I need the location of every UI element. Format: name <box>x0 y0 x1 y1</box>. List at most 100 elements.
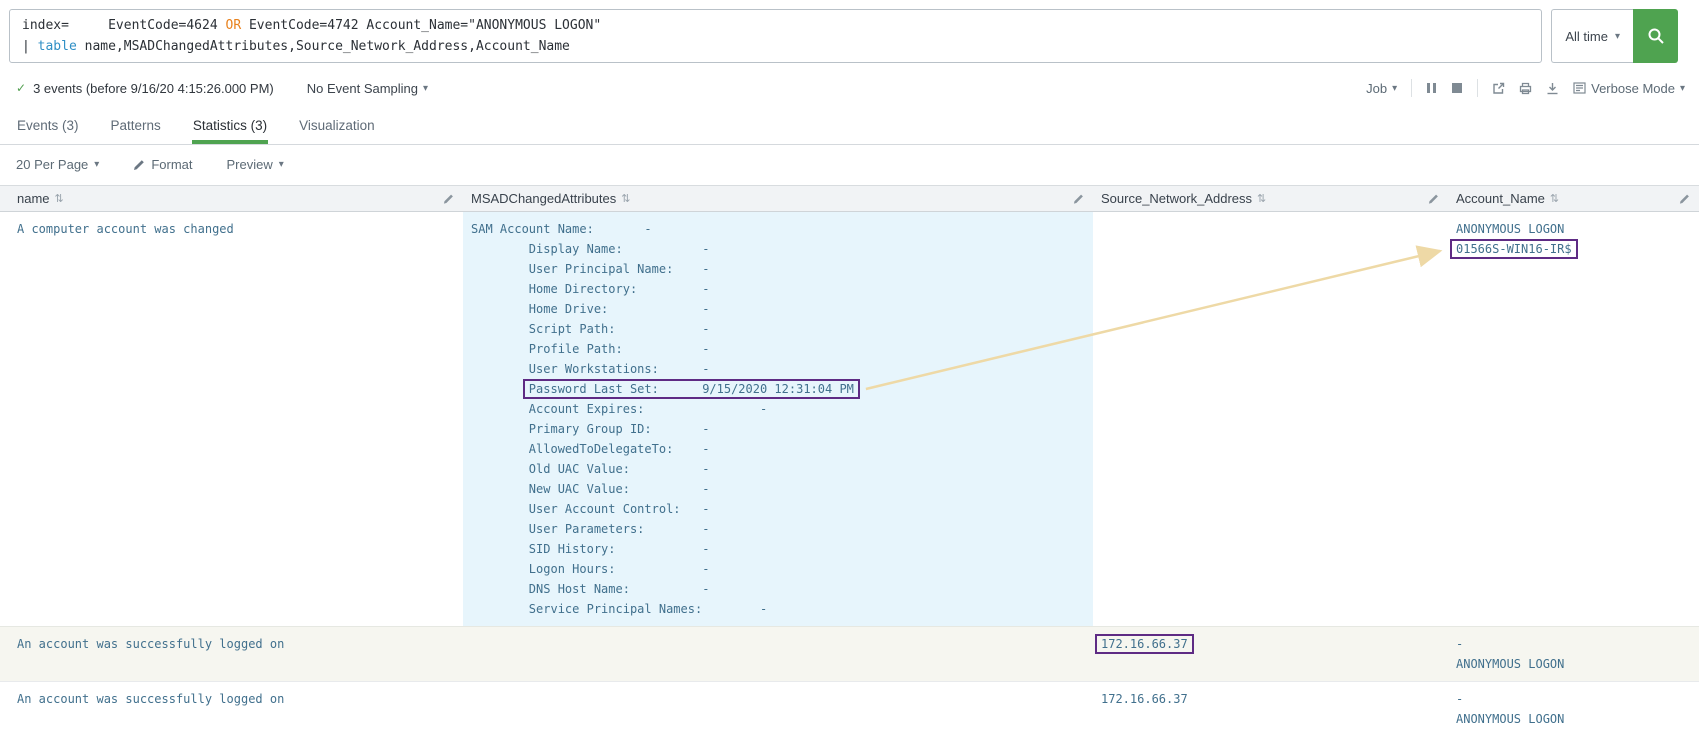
column-header-account-name[interactable]: Account_Name ⇅ <box>1448 186 1699 211</box>
job-menu[interactable]: Job ▾ <box>1366 81 1397 96</box>
statistics-table: name ⇅ MSADChangedAttributes ⇅ Source_Ne… <box>0 185 1699 736</box>
pause-button[interactable] <box>1426 82 1437 94</box>
sort-icon[interactable]: ⇅ <box>1257 192 1267 205</box>
job-controls: Job ▾ Verbose Mode ▾ <box>1366 79 1685 97</box>
account-name-value[interactable]: - <box>1456 692 1464 706</box>
time-range-picker[interactable]: All time ▾ <box>1551 9 1633 63</box>
account-name-value[interactable]: - <box>1456 637 1464 651</box>
msad-cell <box>463 627 1093 681</box>
export-button[interactable] <box>1546 82 1559 95</box>
search-button[interactable] <box>1633 9 1678 63</box>
edit-column-icon[interactable] <box>1428 193 1439 204</box>
column-label: name <box>17 191 50 206</box>
stop-icon <box>1452 83 1463 93</box>
account-name-value[interactable]: ANONYMOUS LOGON <box>1456 712 1565 726</box>
event-sampling-label: No Event Sampling <box>306 80 419 96</box>
query-pipe: | <box>22 39 38 54</box>
msad-attribute-line: Profile Path: - <box>471 342 710 356</box>
msad-attribute-line: Display Name: - <box>471 242 710 256</box>
account-cell[interactable]: - ANONYMOUS LOGON <box>1448 627 1699 681</box>
preview-dropdown[interactable]: Preview ▾ <box>226 157 283 172</box>
query-operator: OR <box>225 18 242 33</box>
results-tabs: Events (3) Patterns Statistics (3) Visua… <box>0 106 1699 145</box>
source-cell[interactable]: 172.16.66.37 <box>1093 682 1448 736</box>
status-left: ✓ 3 events (before 9/16/20 4:15:26.000 P… <box>16 81 428 96</box>
column-label: Account_Name <box>1456 191 1545 206</box>
source-ip-value[interactable]: 172.16.66.37 <box>1101 637 1188 651</box>
msad-attribute-line: SAM Account Name: - <box>471 222 652 236</box>
results-toolbar: 20 Per Page ▾ Format Preview ▾ <box>0 145 1699 185</box>
column-header-name[interactable]: name ⇅ <box>0 186 463 211</box>
sort-icon[interactable]: ⇅ <box>1549 192 1560 205</box>
download-icon <box>1547 82 1558 94</box>
account-cell[interactable]: ANONYMOUS LOGON 01566S-WIN16-IR$ <box>1448 212 1699 626</box>
name-cell[interactable]: A computer account was changed <box>17 222 234 236</box>
query-line-2: | table name,MSADChangedAttributes,Sourc… <box>22 36 1529 57</box>
account-name-value[interactable]: ANONYMOUS LOGON <box>1456 657 1565 671</box>
msad-attribute-line: User Parameters: - <box>471 522 710 536</box>
query-text: name,MSADChangedAttributes,Source_Networ… <box>76 39 570 54</box>
sort-icon[interactable]: ⇅ <box>621 192 631 205</box>
account-name-value[interactable]: ANONYMOUS LOGON <box>1456 222 1565 236</box>
tab-statistics[interactable]: Statistics (3) <box>191 112 269 144</box>
divider <box>1411 79 1413 97</box>
msad-attribute-line: New UAC Value: - <box>471 482 710 496</box>
highlight-source-ip: 172.16.66.37 <box>1095 634 1194 654</box>
check-icon: ✓ <box>16 81 27 95</box>
msad-cell[interactable]: SAM Account Name: - Display Name: - User… <box>463 212 1093 626</box>
chevron-down-icon: ▾ <box>1614 30 1620 42</box>
column-label: MSADChangedAttributes <box>471 191 617 206</box>
msad-attribute-line: Logon Hours: - <box>471 562 710 576</box>
account-name-value[interactable]: 01566S-WIN16-IR$ <box>1450 239 1691 259</box>
edit-column-icon[interactable] <box>1073 193 1084 204</box>
name-cell[interactable]: An account was successfully logged on <box>17 637 285 651</box>
msad-attribute-line: Home Drive: - <box>471 302 710 316</box>
query-command: table <box>37 39 77 54</box>
sort-icon[interactable]: ⇅ <box>54 192 64 205</box>
tab-visualization[interactable]: Visualization <box>299 118 375 133</box>
table-row: An account was successfully logged on 17… <box>0 626 1699 681</box>
chevron-down-icon: ▾ <box>1392 82 1398 94</box>
job-menu-label: Job <box>1366 80 1388 96</box>
time-search-group: All time ▾ <box>1551 9 1678 63</box>
table-header-row: name ⇅ MSADChangedAttributes ⇅ Source_Ne… <box>0 185 1699 212</box>
source-cell[interactable]: 172.16.66.37 <box>1093 627 1448 681</box>
msad-attribute-line: Old UAC Value: - <box>471 462 710 476</box>
divider <box>1477 79 1479 97</box>
source-cell <box>1093 212 1448 626</box>
print-button[interactable] <box>1519 82 1532 95</box>
stop-button[interactable] <box>1451 82 1463 94</box>
format-button[interactable]: Format <box>133 157 192 172</box>
chevron-down-icon: ▾ <box>94 159 100 170</box>
account-cell[interactable]: - ANONYMOUS LOGON <box>1448 682 1699 736</box>
search-query-input[interactable]: index= EventCode=4624 OR EventCode=4742 … <box>9 9 1543 63</box>
edit-column-icon[interactable] <box>443 193 454 204</box>
search-icon <box>1648 28 1664 44</box>
format-label: Format <box>151 157 193 172</box>
highlight-password-last-set: Password Last Set: 9/15/2020 12:31:04 PM <box>522 379 860 399</box>
name-cell[interactable]: An account was successfully logged on <box>17 692 285 706</box>
chevron-down-icon: ▾ <box>423 82 429 94</box>
source-ip-value[interactable]: 172.16.66.37 <box>1101 692 1188 706</box>
column-header-msadchangedattributes[interactable]: MSADChangedAttributes ⇅ <box>463 186 1093 211</box>
msad-attribute-line: User Principal Name: - <box>471 262 710 276</box>
share-icon <box>1493 82 1505 94</box>
tab-events[interactable]: Events (3) <box>17 118 79 133</box>
tab-patterns[interactable]: Patterns <box>110 118 161 133</box>
msad-attribute-line: Account Expires: - <box>471 402 768 416</box>
preview-label: Preview <box>226 157 273 172</box>
highlight-account-name: 01566S-WIN16-IR$ <box>1450 239 1578 259</box>
column-header-source-network-address[interactable]: Source_Network_Address ⇅ <box>1093 186 1448 211</box>
per-page-dropdown[interactable]: 20 Per Page ▾ <box>16 157 99 172</box>
msad-cell <box>463 682 1093 736</box>
event-sampling-dropdown[interactable]: No Event Sampling ▾ <box>307 81 428 96</box>
edit-column-icon[interactable] <box>1679 193 1690 204</box>
per-page-label: 20 Per Page <box>16 157 89 172</box>
column-label: Source_Network_Address <box>1101 191 1253 206</box>
search-mode-dropdown[interactable]: Verbose Mode ▾ <box>1573 81 1685 96</box>
time-range-label: All time <box>1565 28 1608 44</box>
msad-attribute-line: SID History: - <box>471 542 710 556</box>
msad-attribute-line: Password Last Set: 9/15/2020 12:31:04 PM <box>471 379 1085 399</box>
share-button[interactable] <box>1492 82 1505 95</box>
msad-attribute-line: Home Directory: - <box>471 282 710 296</box>
